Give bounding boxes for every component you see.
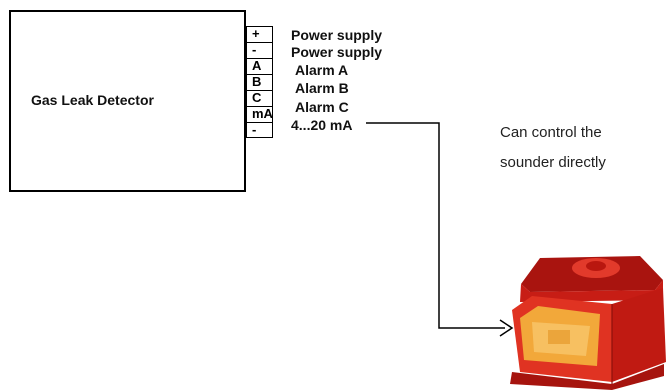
note-line-2: sounder directly xyxy=(500,154,606,171)
detector-title: Gas Leak Detector xyxy=(31,92,154,108)
terminal-pin-plus: + xyxy=(246,26,273,42)
terminal-label-power-minus: Power supply xyxy=(291,44,383,60)
note-line-1: Can control the xyxy=(500,124,602,141)
terminal-label-alarm-b: Alarm B xyxy=(295,80,349,96)
terminal-pin-c: C xyxy=(246,90,273,106)
terminal-label-alarm-c: Alarm C xyxy=(295,99,349,115)
terminal-pin-a: A xyxy=(246,58,273,74)
alarm-sounder-icon xyxy=(510,256,666,390)
terminal-pin-b: B xyxy=(246,74,273,90)
terminal-label-alarm-a: Alarm A xyxy=(295,62,349,78)
terminal-label-4-20ma: 4...20 mA xyxy=(291,117,353,133)
terminal-label-power-plus: Power supply xyxy=(291,27,383,43)
gas-leak-detector-box xyxy=(9,10,246,192)
terminal-pin-minus: - xyxy=(246,42,273,58)
terminal-pin-ma: mA xyxy=(246,106,273,122)
terminal-strip: + - A B C mA - xyxy=(246,26,273,138)
alarm-c-wire xyxy=(366,122,514,337)
terminal-pin-minus-2: - xyxy=(246,122,273,138)
